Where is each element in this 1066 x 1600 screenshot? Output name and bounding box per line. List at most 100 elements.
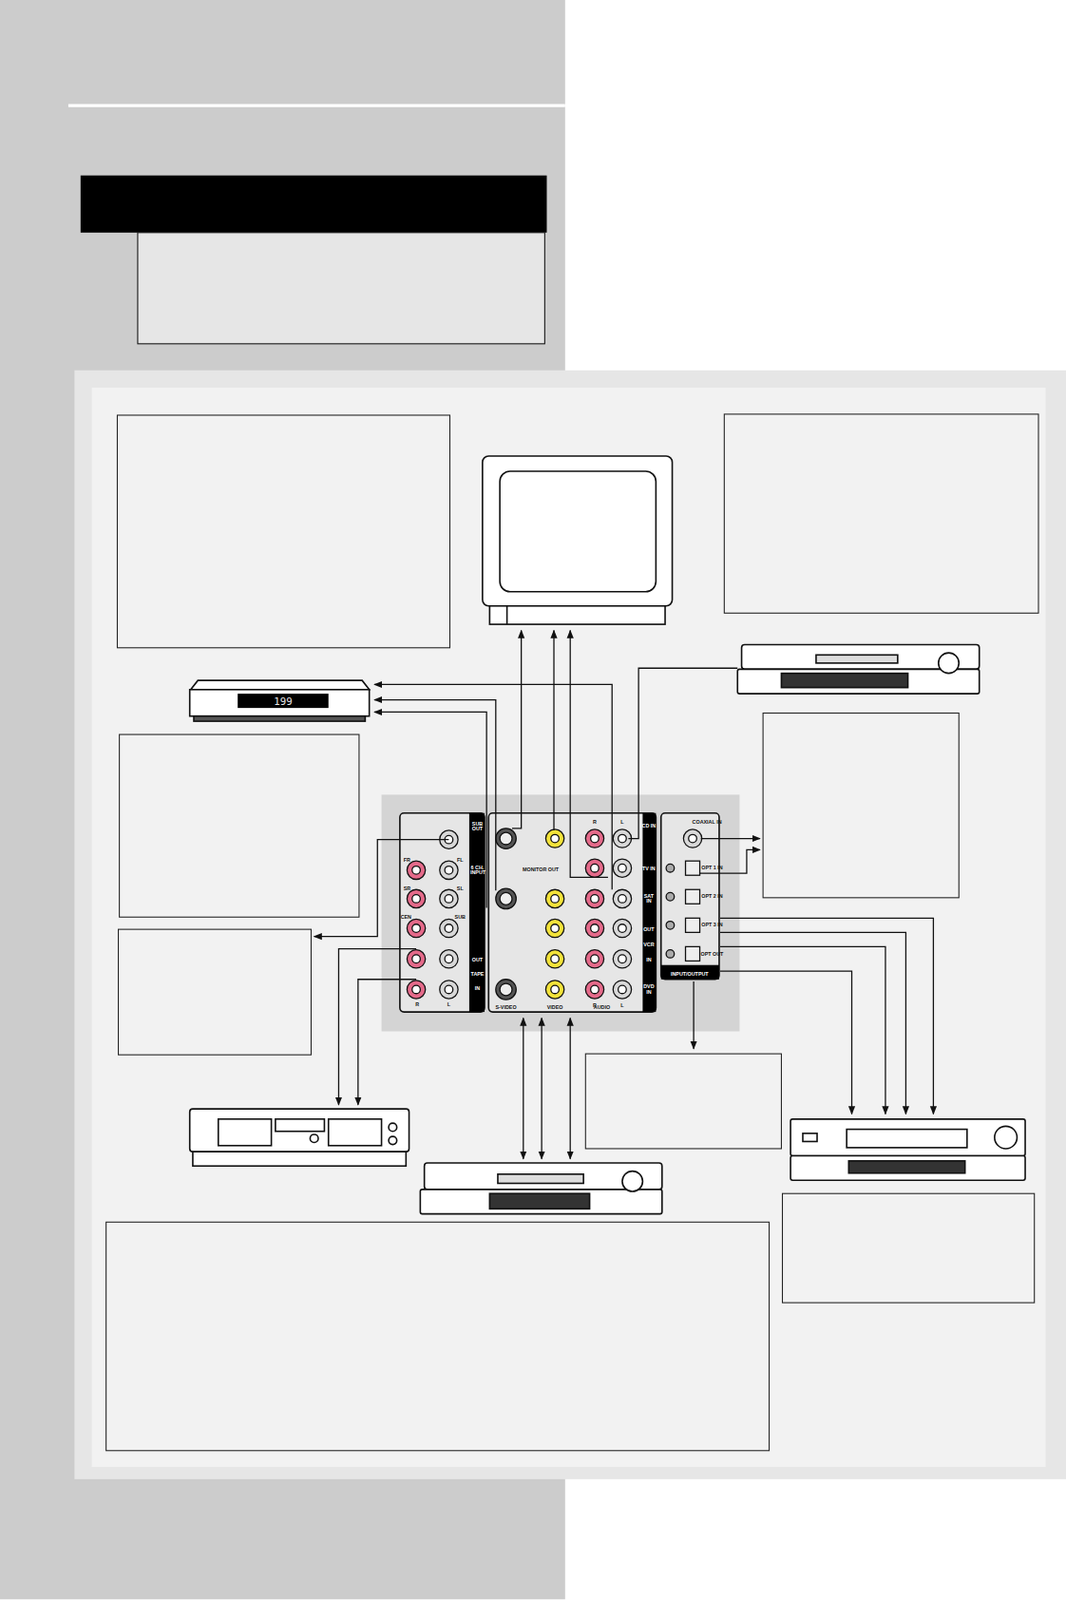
jack-core	[618, 894, 628, 904]
rca-jack	[439, 980, 458, 999]
jack-core	[551, 924, 560, 933]
jack-core	[412, 894, 421, 904]
rca-jack	[683, 829, 702, 848]
panel-label: MONITOR OUT	[522, 867, 559, 873]
panel-label: OPT 1 IN	[701, 865, 723, 871]
rca-jack	[612, 950, 631, 969]
rca-jack	[545, 829, 564, 848]
rca-jack	[406, 918, 425, 937]
jack-core	[444, 924, 454, 933]
jack-core	[551, 894, 560, 904]
panel-label: OUT	[641, 926, 656, 932]
rca-jack	[406, 860, 425, 879]
rca-jack	[439, 860, 458, 879]
optical-jack	[685, 860, 701, 876]
panel-label: L	[447, 1002, 451, 1008]
screw	[666, 863, 675, 873]
panel-label: FL	[456, 856, 464, 862]
rca-jack	[612, 858, 631, 877]
jack-core	[688, 834, 698, 843]
panel-label: INPUT/OUTPUT	[670, 971, 709, 977]
rca-jack	[585, 858, 604, 877]
panel-label: TV IN	[641, 866, 656, 872]
jack-core	[590, 924, 600, 933]
s-video-core	[499, 892, 513, 905]
rca-jack	[612, 980, 631, 999]
s-video-core	[499, 832, 513, 845]
panel-label: IN	[641, 957, 656, 963]
jack-core	[412, 866, 421, 876]
s-video-jack	[495, 828, 516, 849]
rca-jack	[406, 950, 425, 969]
panel-label: SL	[456, 885, 464, 891]
panel-label: AUDIO	[593, 1005, 610, 1010]
rca-jack	[439, 889, 458, 908]
jack-core	[618, 834, 628, 843]
jack-core	[590, 985, 600, 994]
panel-label: TAPE	[470, 971, 485, 977]
panel-label: IN	[470, 986, 485, 991]
rca-jack	[439, 950, 458, 969]
rca-jack	[545, 889, 564, 908]
rca-jack	[585, 980, 604, 999]
rca-jack	[406, 980, 425, 999]
panel-label: 6 CH. INPUT	[470, 864, 485, 876]
rca-jack	[439, 918, 458, 937]
panel-label: COAXIAL IN	[692, 819, 723, 825]
jack-core	[590, 863, 600, 873]
rca-jack	[612, 918, 631, 937]
panel-label: VCR	[641, 942, 656, 948]
panel-label: SUB	[455, 914, 466, 920]
jack-core	[444, 954, 454, 964]
panel-label: OPT 2 IN	[701, 894, 723, 899]
jack-core	[444, 985, 454, 994]
panel-label: S-VIDEO	[495, 1005, 517, 1010]
panel-label: DVD IN	[641, 984, 656, 995]
display-digits: 199	[273, 695, 292, 707]
jack-core	[412, 954, 421, 964]
screw	[666, 921, 675, 931]
screw	[666, 950, 675, 959]
panel-label: OPT 3 IN	[701, 922, 723, 928]
panel-label: R	[592, 819, 597, 825]
jack-core	[618, 924, 628, 933]
rca-jack	[585, 889, 604, 908]
panel-label: L	[620, 819, 624, 825]
rca-jack	[545, 950, 564, 969]
jack-core	[412, 985, 421, 994]
rca-jack	[585, 918, 604, 937]
panel-label: R	[415, 1002, 419, 1008]
screw	[666, 892, 675, 901]
rca-jack	[545, 918, 564, 937]
jack-core	[590, 894, 600, 904]
panel-label: VIDEO	[547, 1005, 564, 1010]
panel-label: SAT IN	[641, 894, 656, 905]
panel-label: SR	[403, 885, 411, 891]
rca-jack	[545, 980, 564, 999]
s-video-core	[499, 983, 513, 996]
panel-label: OPT OUT	[700, 951, 724, 956]
optical-jack	[685, 889, 701, 904]
jack-core	[551, 834, 560, 843]
panel-label: SUB OUT	[470, 820, 485, 832]
jack-core	[444, 866, 454, 876]
display-window: 199	[237, 693, 329, 708]
rca-jack	[612, 889, 631, 908]
rca-jack	[406, 889, 425, 908]
jack-core	[618, 985, 628, 994]
rca-jack	[585, 950, 604, 969]
optical-jack	[685, 917, 701, 933]
rca-jack	[585, 829, 604, 848]
panel-label: OUT	[470, 957, 485, 963]
jack-core	[590, 954, 600, 964]
jack-core	[590, 834, 600, 843]
jack-core	[551, 985, 560, 994]
panel-label: CD IN	[641, 823, 656, 829]
jack-core	[618, 954, 628, 964]
panel-label: CEN	[400, 914, 412, 920]
s-video-jack	[495, 979, 516, 1000]
jack-core	[444, 894, 454, 904]
jack-core	[412, 924, 421, 933]
